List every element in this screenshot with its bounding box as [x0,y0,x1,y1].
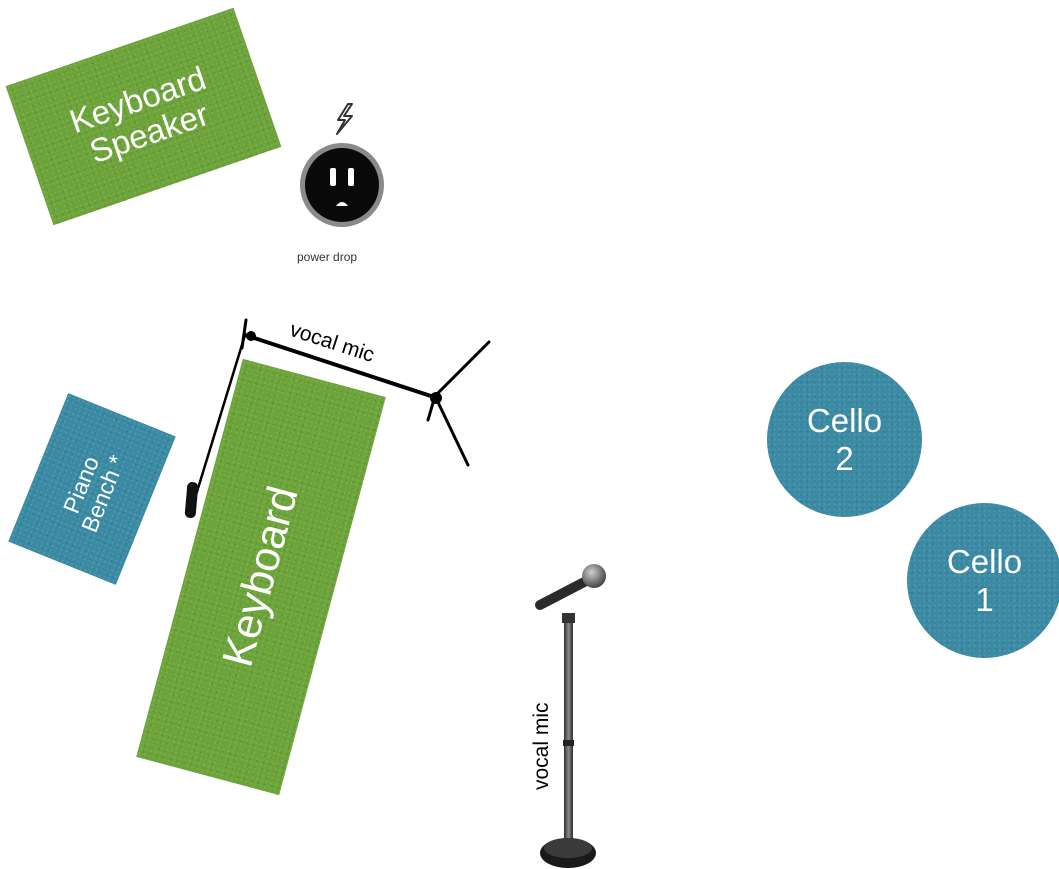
cello-1: Cello 1 [907,503,1059,658]
cello-2-line1: Cello [806,401,883,439]
power-drop-icon [300,103,384,227]
cello-1-line1: Cello [946,542,1023,580]
cello-2: Cello 2 [767,362,922,517]
vocal-mic-stand-label: vocal mic [530,702,553,790]
keyboard-label: Keyboard [213,481,308,672]
cello-1-line2: 1 [975,580,994,618]
mic-stand-icon [535,564,606,868]
cello-2-line2: 2 [835,439,854,477]
power-drop-label: power drop [297,250,358,264]
